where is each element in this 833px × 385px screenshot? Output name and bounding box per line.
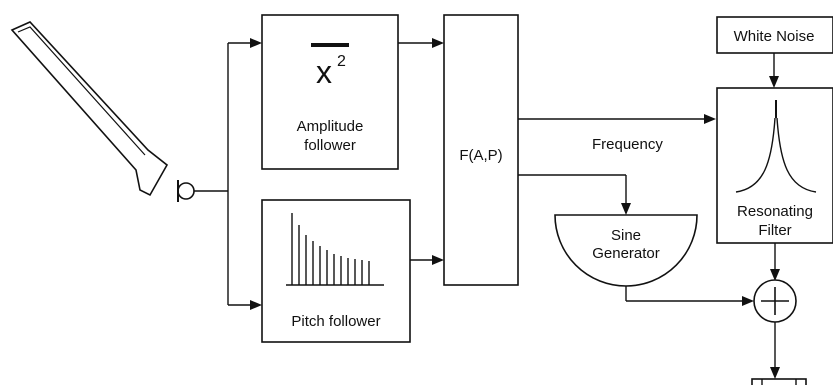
function-block: F(A,P): [443, 14, 519, 286]
amplitude-exponent: 2: [337, 53, 346, 70]
sine-label-1: Sine: [611, 227, 641, 244]
frequency-wires: Frequency: [518, 114, 716, 215]
horn-instrument-icon: [10, 21, 169, 197]
pitch-follower-block: Pitch follower: [261, 199, 411, 343]
spectrum-icon: [286, 213, 384, 286]
pitch-label: Pitch follower: [291, 313, 380, 330]
amplitude-follower-block: x 2 Amplitude follower: [261, 14, 399, 170]
filter-label-2: Filter: [758, 222, 791, 239]
white-noise-label: White Noise: [734, 28, 815, 45]
speaker-icon: [751, 378, 807, 385]
filter-label-1: Resonating: [737, 203, 813, 220]
follower-wires: [398, 38, 444, 265]
microphone-icon: [177, 180, 195, 202]
white-noise-block: White Noise: [716, 16, 833, 88]
frequency-label: Frequency: [592, 136, 663, 153]
amplitude-label-1: Amplitude: [297, 118, 364, 135]
resonating-filter-block: Resonating Filter: [716, 87, 833, 244]
amplitude-label-2: follower: [304, 137, 356, 154]
sine-generator-block: Sine Generator: [554, 214, 698, 287]
input-wires: [194, 38, 262, 310]
function-label: F(A,P): [459, 147, 502, 164]
sine-label-2: Generator: [592, 245, 660, 262]
amplitude-symbol: x: [316, 54, 332, 90]
summer-icon: [625, 243, 797, 379]
resonance-curve-icon: [735, 100, 817, 193]
